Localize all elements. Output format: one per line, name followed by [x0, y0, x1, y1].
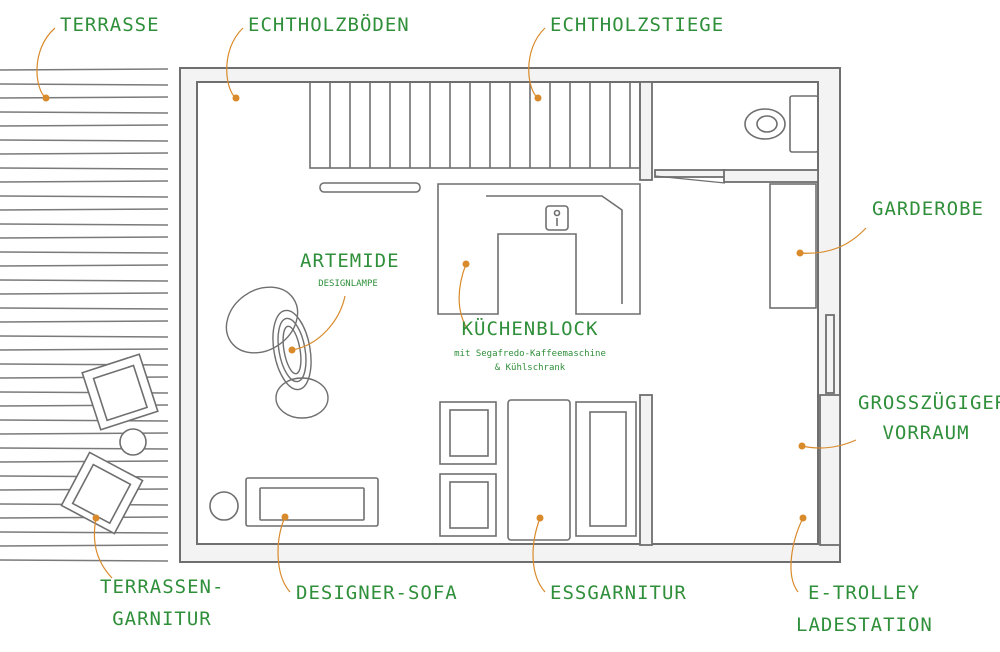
deck-plank — [0, 279, 169, 282]
side-table — [209, 491, 239, 521]
stairs — [309, 81, 641, 169]
label-vorraum-line2: Vorraum — [882, 422, 970, 444]
leader-echtholzboeden-dot — [232, 94, 240, 102]
leader-terrassen-garnitur-dot — [92, 514, 100, 522]
leader-designer-sofa-dot — [281, 513, 289, 521]
deck-plank — [0, 167, 169, 170]
label-terrassen-line1: Terrassen- — [100, 576, 225, 598]
leader-etrolley-dot — [799, 514, 807, 522]
leader-garderobe — [799, 227, 867, 254]
label-artemide: Artemide — [300, 250, 400, 272]
deck-plank — [0, 223, 169, 226]
deck-plank — [0, 195, 169, 198]
label-vorraum-line1: Grosszügiger — [858, 392, 1000, 414]
label-terrassen-line2: Garnitur — [112, 608, 212, 630]
label-echtholzstiege: Echtholzstiege — [550, 14, 725, 36]
sofa-drawing — [245, 477, 379, 527]
leader-artemide-dot — [288, 346, 296, 354]
deck-plank — [0, 111, 169, 114]
leader-garderobe-dot — [796, 249, 804, 257]
leader-echtholzstiege — [528, 27, 546, 99]
leader-vorraum-dot — [798, 442, 806, 450]
deck-plank — [0, 236, 169, 239]
deck-plank — [0, 83, 169, 86]
leader-terrassen-garnitur — [93, 517, 113, 579]
dining-set-drawing — [439, 399, 637, 541]
leader-designer-sofa — [277, 516, 291, 593]
label-designer-sofa: Designer-Sofa — [296, 582, 458, 604]
artemide-lamp-drawing — [225, 286, 329, 419]
leader-artemide — [291, 295, 346, 351]
leader-markers — [42, 94, 807, 522]
label-etrolley-line1: E-Trolley — [808, 582, 920, 604]
deck-plank — [0, 96, 169, 99]
deck-plank — [0, 335, 169, 338]
deck-plank — [0, 320, 169, 323]
deck-plank — [0, 152, 169, 155]
deck-plank — [0, 292, 169, 295]
leader-terrasse — [36, 27, 56, 99]
label-kuechenblock: Küchenblock — [461, 318, 599, 340]
leader-etrolley — [790, 517, 804, 593]
deck-plank — [0, 68, 169, 71]
label-kuechenblock-sub2: & Kühlschrank — [494, 363, 566, 373]
deck-plank — [0, 264, 169, 267]
deck-plank — [0, 307, 169, 310]
leader-lines — [36, 27, 867, 593]
deck-plank — [0, 348, 169, 351]
leader-echtholzboeden — [226, 27, 244, 99]
label-artemide-sub: Designlampe — [318, 279, 378, 289]
wardrobe-drawing — [769, 183, 817, 309]
leader-kuechenblock — [458, 263, 469, 331]
toilet-drawing — [744, 95, 819, 153]
label-terrasse: Terrasse — [60, 14, 160, 36]
deck-plank — [0, 544, 169, 547]
label-etrolley-line2: Ladestation — [796, 614, 933, 636]
label-garderobe: Garderobe — [872, 198, 984, 220]
label-kuechenblock-sub1: mit Segafredo-Kaffeemaschine — [454, 349, 606, 359]
leader-essgarnitur — [532, 517, 546, 593]
leader-kuechenblock-dot — [462, 260, 470, 268]
deck-plank — [0, 208, 169, 211]
kitchen-block-drawing — [437, 183, 641, 315]
leader-essgarnitur-dot — [536, 514, 544, 522]
deck-plank — [0, 531, 169, 534]
leader-terrasse-dot — [42, 94, 50, 102]
deck-plank — [0, 124, 169, 127]
leader-echtholzstiege-dot — [534, 94, 542, 102]
leader-vorraum — [801, 439, 857, 449]
deck-plank — [0, 180, 169, 183]
deck-plank — [0, 559, 169, 562]
label-echtholzboeden: Echtholzböden — [248, 14, 410, 36]
deck-plank — [0, 419, 169, 422]
shelf — [319, 182, 421, 193]
door-swing — [654, 175, 726, 184]
label-essgarnitur: Essgarnitur — [550, 582, 687, 604]
interior-walls — [639, 81, 841, 546]
deck-plank — [0, 251, 169, 254]
terrace-furniture-drawing — [60, 353, 159, 535]
deck-plank — [0, 139, 169, 142]
